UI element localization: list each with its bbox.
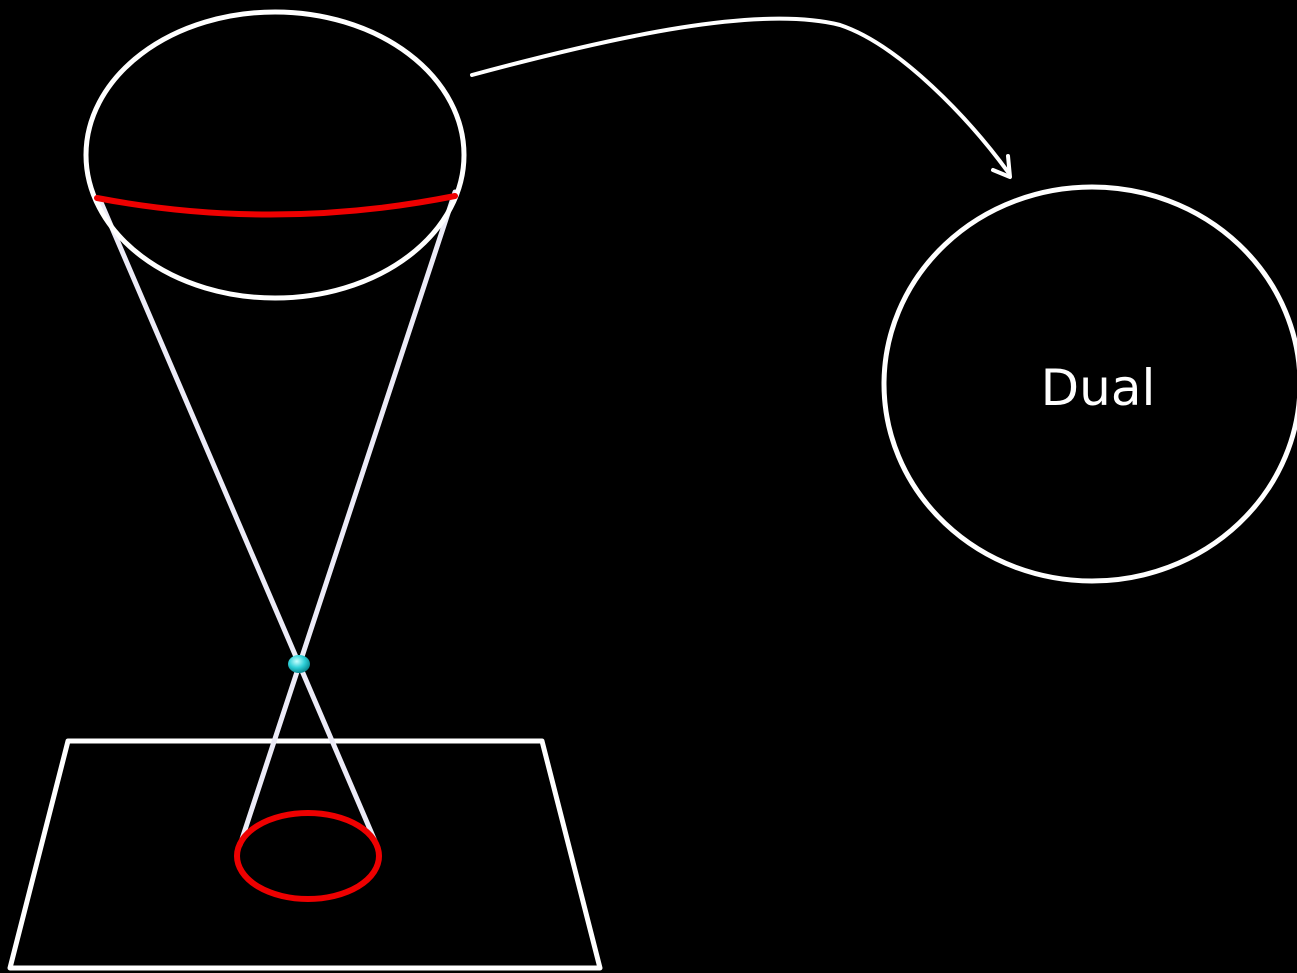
dual-arrow [470, 16, 1010, 174]
cone-line-right [237, 189, 458, 848]
dual-outline [881, 184, 1297, 584]
image-red-ellipse [234, 810, 382, 902]
sphere-red-arc [94, 193, 458, 218]
dual-arrow-head [991, 154, 1012, 179]
dual-label: Dual [1041, 359, 1156, 417]
apex-point [288, 655, 310, 673]
image-plane [7, 738, 603, 971]
cone-line-left [97, 197, 381, 851]
sphere-outline [83, 9, 467, 301]
